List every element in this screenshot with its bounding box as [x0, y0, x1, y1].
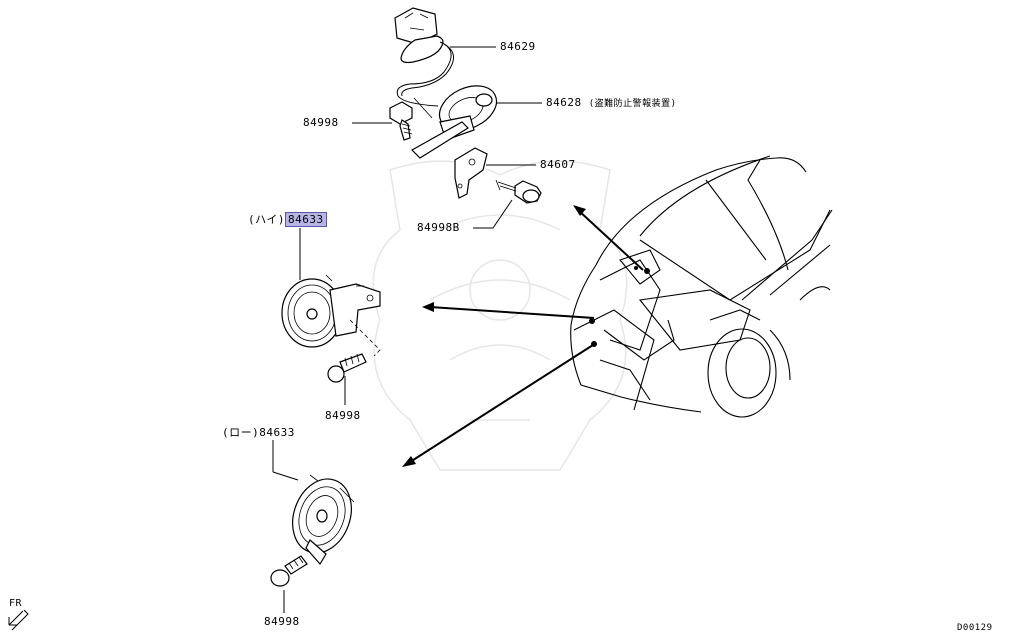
- vehicle-front-outline: [570, 155, 833, 418]
- bolt-84998b: [495, 179, 542, 204]
- callout-84628-note: (盗難防止警報装置): [588, 99, 677, 109]
- bolt-84998-bottom: [270, 555, 308, 587]
- bracket-84607: [454, 147, 488, 199]
- location-arrows: [402, 205, 644, 467]
- alarm-horn-84628: [411, 85, 498, 159]
- callout-84633-high-prefix: (ハイ): [248, 213, 286, 226]
- callout-84633-low-prefix: (ロー): [222, 426, 260, 439]
- callout-84628-number: 84628: [546, 96, 582, 109]
- callout-84633-low-number: 84633: [259, 426, 295, 439]
- bolt-84998-top: [389, 101, 413, 141]
- callout-84998-bottom[interactable]: 84998: [264, 615, 300, 628]
- callout-84628[interactable]: 84628 (盗難防止警報装置): [546, 97, 677, 110]
- callout-84633-high-number: 84633: [285, 212, 327, 227]
- mount-point-markers: [589, 266, 650, 347]
- horn-high-84633: [281, 274, 381, 357]
- wire-harness-84629: [394, 7, 454, 107]
- bolt-84998-mid: [327, 353, 367, 383]
- horn-low-84633: [292, 474, 355, 566]
- callout-84633-high[interactable]: (ハイ)84633: [248, 212, 327, 227]
- callout-84633-low[interactable]: (ロー)84633: [222, 427, 295, 439]
- diagram-id: D00129: [957, 623, 993, 633]
- front-direction-icon: [8, 609, 29, 631]
- callout-84607[interactable]: 84607: [540, 158, 576, 171]
- front-indicator-label: FR: [9, 598, 23, 609]
- callout-84998b[interactable]: 84998B: [417, 221, 460, 234]
- leader-lines: [272, 46, 542, 613]
- watermark-crest: [372, 160, 628, 471]
- callout-84629[interactable]: 84629: [500, 40, 536, 53]
- callout-84998-mid[interactable]: 84998: [325, 409, 361, 422]
- callout-84998-top[interactable]: 84998: [303, 116, 339, 129]
